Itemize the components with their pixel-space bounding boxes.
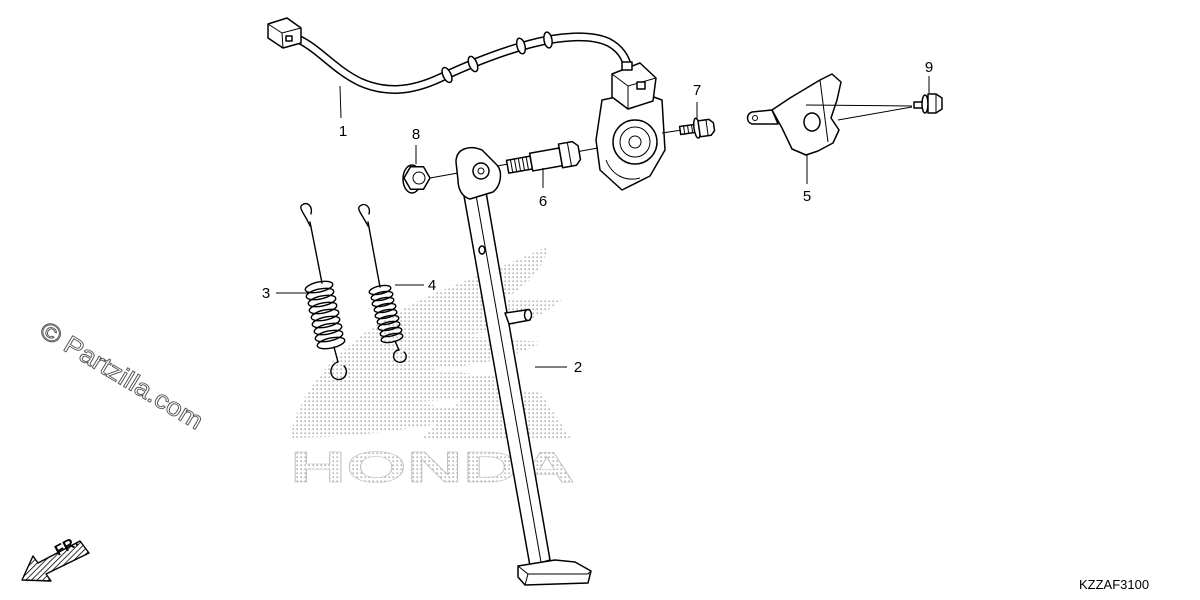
callout-7: 7 — [693, 82, 701, 99]
switch-body — [595, 61, 666, 191]
callout-1-leader — [339, 85, 342, 119]
stand-foot — [517, 559, 592, 586]
flange-nut — [402, 164, 431, 194]
callout-1: 1 — [339, 123, 347, 140]
bracket-bolt — [913, 93, 943, 114]
callout-2: 2 — [574, 359, 582, 376]
switch-bracket — [746, 73, 913, 156]
callout-9: 9 — [925, 59, 933, 76]
harness-connector — [267, 17, 302, 49]
front-direction-indicator: FR. — [21, 533, 90, 582]
front-arrow-icon — [21, 540, 90, 582]
sidestand-switch-harness — [267, 17, 666, 191]
wire-grommet-bands — [441, 31, 553, 84]
bolt-7-axis-line — [661, 129, 683, 134]
callout-3: 3 — [262, 285, 270, 302]
stand-spring-pin — [504, 308, 533, 325]
side-stand — [455, 147, 592, 586]
stand-spring-inner — [358, 203, 407, 364]
callout-6: 6 — [539, 193, 547, 210]
stand-spring-outer — [300, 202, 348, 381]
harness-wire — [295, 32, 633, 94]
callout-5: 5 — [803, 188, 811, 205]
switch-bolt — [678, 117, 716, 139]
callout-4: 4 — [428, 277, 436, 294]
diagram-code: KZZAF3100 — [1079, 577, 1149, 592]
switch-rotor-disc — [612, 119, 658, 165]
pivot-bolt — [505, 140, 582, 174]
callout-8: 8 — [412, 126, 420, 143]
partzilla-watermark: © Partzilla.com — [35, 316, 208, 435]
